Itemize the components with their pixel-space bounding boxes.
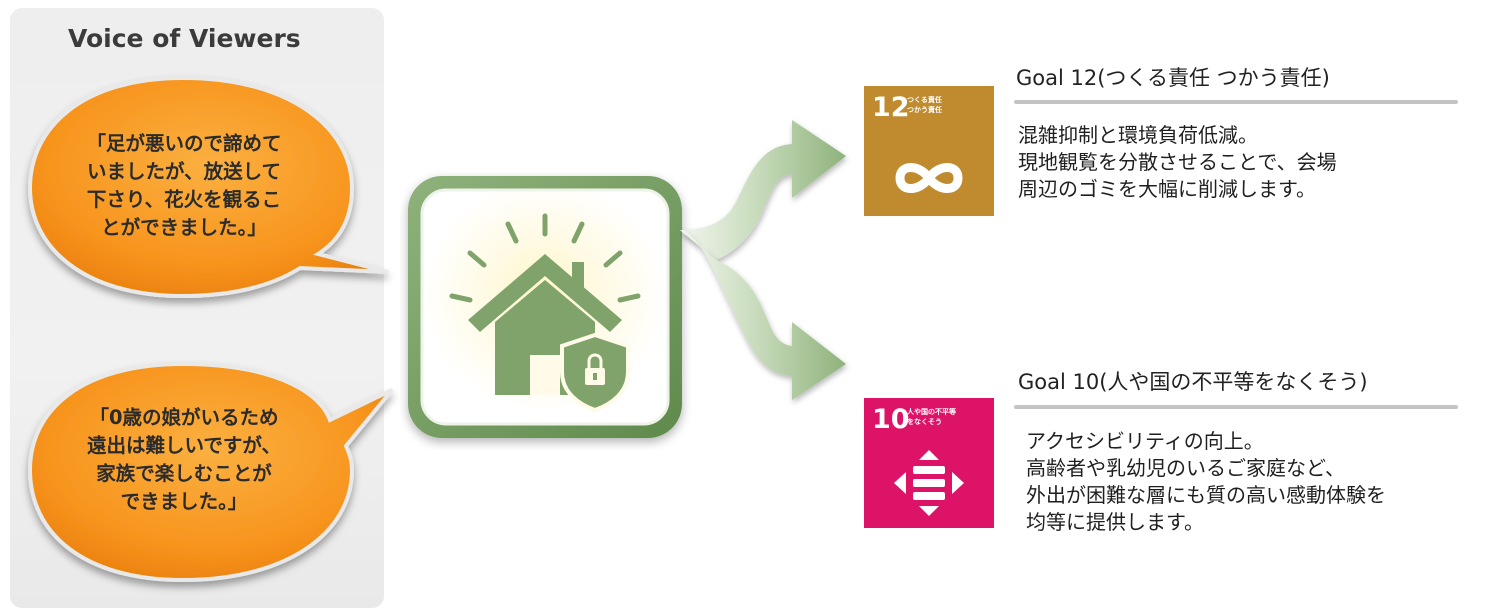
arrow-up: [680, 120, 846, 260]
quote-line: 遠出は難しいですが、: [86, 434, 282, 457]
infinity-icon: [895, 163, 963, 193]
sdg-label-line: 人や国の不平等: [907, 408, 956, 416]
sdg-label-line: つくる責任: [907, 96, 942, 104]
tile-bg: [864, 86, 994, 216]
sdg-label-line: をなくそう: [907, 418, 942, 426]
body-line: 混雑抑制と環境負荷低減。: [1018, 123, 1258, 147]
goal-12-description: 混雑抑制と環境負荷低減。 現地観覧を分散させることで、会場 周辺のゴミを大幅に削…: [1018, 122, 1337, 203]
sdg-label: 人や国の不平等 をなくそう: [907, 407, 956, 427]
home-shield-icon: [408, 176, 682, 438]
quote-2: 「0歳の娘がいるため 遠出は難しいですが、 家族で楽しむことが できました。」: [64, 404, 304, 516]
body-line: 外出が困難な層にも質の高い感動体験を: [1026, 483, 1386, 507]
body-line: 現地観覧を分散させることで、会場: [1018, 150, 1337, 174]
quote-line: いましたが、放送して: [86, 160, 282, 183]
goal-10-divider: [1014, 405, 1458, 409]
branch-arrows: [680, 120, 846, 400]
quote-line: 「足が悪いので諦めて: [86, 132, 282, 155]
goal-12-divider: [1014, 100, 1458, 104]
goal-10-description: アクセシビリティの向上。 高齢者や乳幼児のいるご家庭など、 外出が困難な層にも質…: [1026, 428, 1386, 536]
panel-title: Voice of Viewers: [68, 24, 301, 53]
tile-bg: [864, 398, 994, 528]
body-line: 周辺のゴミを大幅に削減します。: [1018, 177, 1316, 201]
quote-1: 「足が悪いので諦めて いましたが、放送して 下さり、花火を観るこ とができました…: [64, 130, 304, 242]
goal-12-title: Goal 12(つくる責任 つかう責任): [1016, 66, 1330, 90]
speech-bubble-1: [27, 75, 389, 299]
body-line: アクセシビリティの向上。: [1026, 429, 1264, 453]
equality-arrows-icon: [894, 450, 964, 516]
quote-line: とができました。」: [101, 216, 267, 239]
quote-line: 下さり、花火を観るこ: [86, 188, 282, 211]
speech-bubble-2: [27, 361, 394, 583]
body-line: 高齢者や乳幼児のいるご家庭など、: [1026, 456, 1345, 480]
goal-10-title: Goal 10(人や国の不平等をなくそう): [1018, 370, 1368, 394]
sdg-label-line: つかう責任: [907, 106, 942, 114]
speech-bubbles: [27, 75, 394, 583]
sdg-tile-12: 12 つくる責任 つかう責任: [864, 86, 994, 216]
sdg-number: 12: [872, 92, 910, 123]
sdg-label: つくる責任 つかう責任: [907, 95, 942, 115]
quote-line: できました。」: [120, 490, 248, 513]
sdg-number: 10: [872, 404, 910, 435]
body-line: 均等に提供します。: [1026, 510, 1204, 534]
sdg-tile-10: 10 人や国の不平等 をなくそう: [864, 398, 994, 528]
quote-line: 「0歳の娘がいるため: [89, 406, 279, 429]
arrow-down: [680, 230, 846, 400]
quote-line: 家族で楽しむことが: [96, 462, 272, 485]
